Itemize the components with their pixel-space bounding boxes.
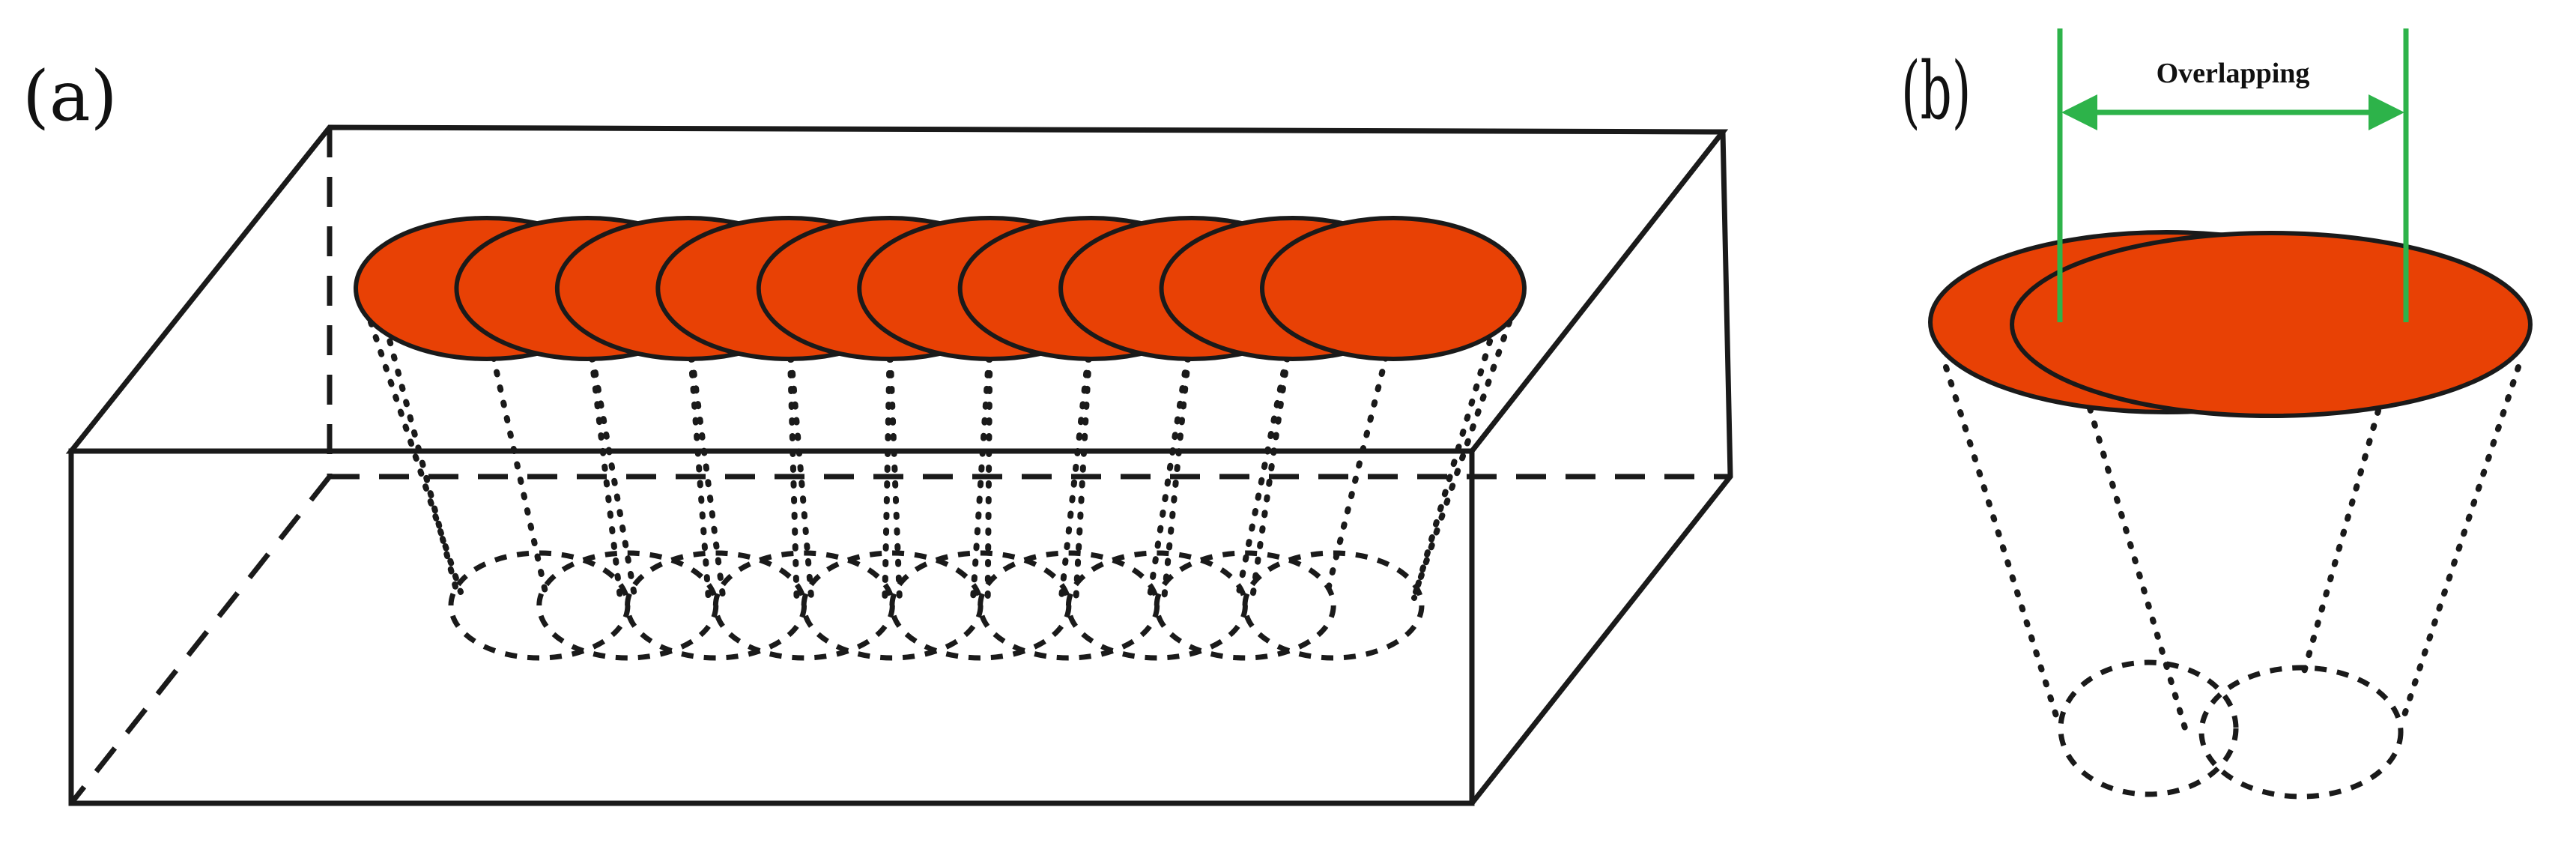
arrowhead-left — [2061, 94, 2097, 130]
bottom-ellipse — [1065, 550, 1248, 661]
cone-line — [2300, 408, 2381, 677]
cone-line — [483, 323, 550, 601]
cone-line — [1234, 323, 1297, 601]
arrowhead-right — [2369, 94, 2404, 130]
box-hidden-edges — [69, 127, 1730, 806]
bottom-ellipse — [978, 550, 1160, 661]
bottom-ellipses — [448, 550, 1425, 661]
cone-line — [970, 323, 994, 601]
cone-line — [2087, 405, 2189, 734]
cone-line — [882, 323, 894, 601]
overlap-dimension — [2057, 28, 2409, 322]
panel-b: (b) Overlapping — [1901, 28, 2533, 800]
cone-line — [1073, 323, 1094, 601]
bottom-ellipse — [801, 550, 984, 661]
panel-a-label: (a) — [22, 56, 118, 136]
cone-line — [786, 323, 800, 601]
surface-spot — [1260, 216, 1527, 361]
panel-a: (a) — [22, 56, 1733, 806]
cone-line — [1249, 323, 1295, 601]
box-right-face — [1470, 131, 1733, 806]
bottom-ellipse — [1242, 550, 1425, 661]
overlapping-label: Overlapping — [2157, 58, 2310, 89]
cone-line — [1413, 319, 1512, 595]
cone-line — [1943, 364, 2059, 719]
bottom-ellipse — [2058, 659, 2239, 797]
bottom-ellipse — [889, 550, 1072, 661]
cone-line — [685, 323, 712, 601]
overlapping-spots — [1928, 230, 2533, 418]
cone-line — [584, 323, 638, 601]
bottom-ellipse — [448, 550, 631, 661]
surface-spots — [354, 216, 1527, 361]
cone-line — [984, 323, 993, 601]
cone-lines — [1943, 364, 2521, 734]
cone-line — [685, 323, 727, 601]
cone-line — [368, 319, 464, 595]
bottom-ellipse — [625, 550, 807, 661]
cone-line — [1058, 323, 1095, 601]
bottom-ellipses-b — [2058, 659, 2404, 800]
bottom-ellipse — [2198, 665, 2404, 800]
cone-line — [383, 323, 461, 601]
cone-line — [1411, 323, 1497, 601]
cone-line — [886, 323, 903, 601]
spot-second — [2010, 231, 2533, 418]
cone-line — [2400, 364, 2521, 722]
bottom-ellipse — [1154, 550, 1336, 661]
box-outline — [65, 124, 1733, 806]
cone-line — [785, 323, 815, 601]
box-hidden-depth-edge — [69, 474, 332, 806]
cone-line — [1161, 323, 1195, 601]
bottom-ellipse — [712, 550, 895, 661]
bottom-ellipse — [536, 550, 719, 661]
panel-b-label: (b) — [1901, 44, 1971, 137]
box-front-face — [68, 448, 1475, 806]
